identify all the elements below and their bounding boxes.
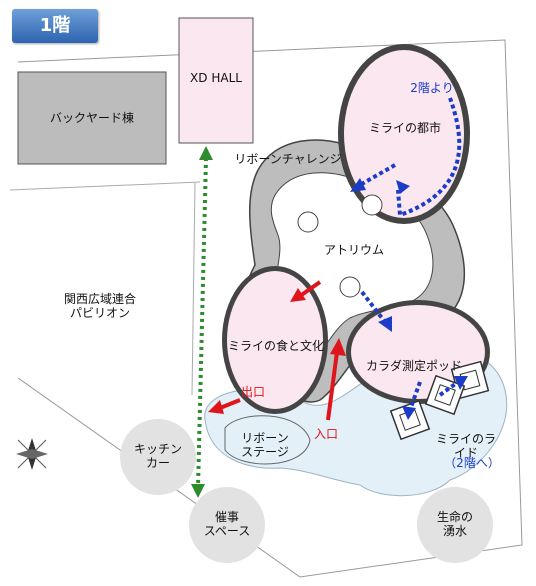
from-2f-label: 2階より xyxy=(410,81,454,95)
arrow-head xyxy=(208,400,224,414)
route-blue xyxy=(408,381,422,411)
arrow-head xyxy=(330,338,346,356)
event-space-label: 催事 スペース xyxy=(203,510,251,538)
compass-icon xyxy=(16,438,48,470)
to-2f-label: （2階へ） xyxy=(444,456,500,470)
mirai-ride-label: ミライのライド xyxy=(435,432,496,460)
route-red xyxy=(219,398,241,410)
ride-vehicle xyxy=(389,399,431,441)
arrow-head xyxy=(290,288,306,302)
arrow-head xyxy=(191,484,205,498)
arrow-head xyxy=(396,180,410,194)
karada-label: カラダ測定ポッド xyxy=(365,359,463,373)
reborn-stage-label: リボーン ステージ xyxy=(241,431,289,459)
arrow-head xyxy=(402,406,416,420)
arrow-head xyxy=(378,316,392,332)
route-blue xyxy=(438,380,460,397)
xd-hall-label: XD HALL xyxy=(190,71,242,85)
karada-inner xyxy=(351,305,485,399)
route-blue xyxy=(396,97,462,218)
floor-badge: 1階 xyxy=(12,9,98,43)
exit-label: 出口 xyxy=(240,385,266,399)
mirai-shoku-label: ミライの食と文化 xyxy=(227,339,325,353)
mirai-toshi-label: ミライの都市 xyxy=(368,121,442,135)
spring-circle xyxy=(417,487,493,563)
kansai-label: 関西広域連合 パビリオン xyxy=(63,292,137,320)
kitchen-car-label: キッチン カー xyxy=(133,442,183,470)
reborn-stage xyxy=(224,415,311,465)
mirai-shoku-inner xyxy=(227,271,323,409)
arrow-head xyxy=(350,178,366,192)
reborn-challenge-label: リボーンチャレンジ xyxy=(234,152,342,166)
arrow-head xyxy=(199,146,213,160)
spring-label: 生命の 湧水 xyxy=(436,510,474,538)
route-red xyxy=(298,280,322,298)
atrium-label: アトリウム xyxy=(323,243,385,257)
boundary-line xyxy=(191,182,196,396)
kitchen-car-circle xyxy=(120,419,196,495)
column-icon xyxy=(297,194,383,298)
arrow-head xyxy=(454,376,468,390)
entrance-label: 入口 xyxy=(313,427,339,441)
route-blue xyxy=(360,290,387,324)
backyard-building xyxy=(17,71,167,165)
event-space-circle xyxy=(189,487,265,563)
route-green xyxy=(196,157,208,489)
boundary-line xyxy=(9,181,201,191)
backyard-label: バックヤード棟 xyxy=(49,111,135,125)
xd-hall xyxy=(178,17,254,144)
route-red xyxy=(326,351,339,421)
